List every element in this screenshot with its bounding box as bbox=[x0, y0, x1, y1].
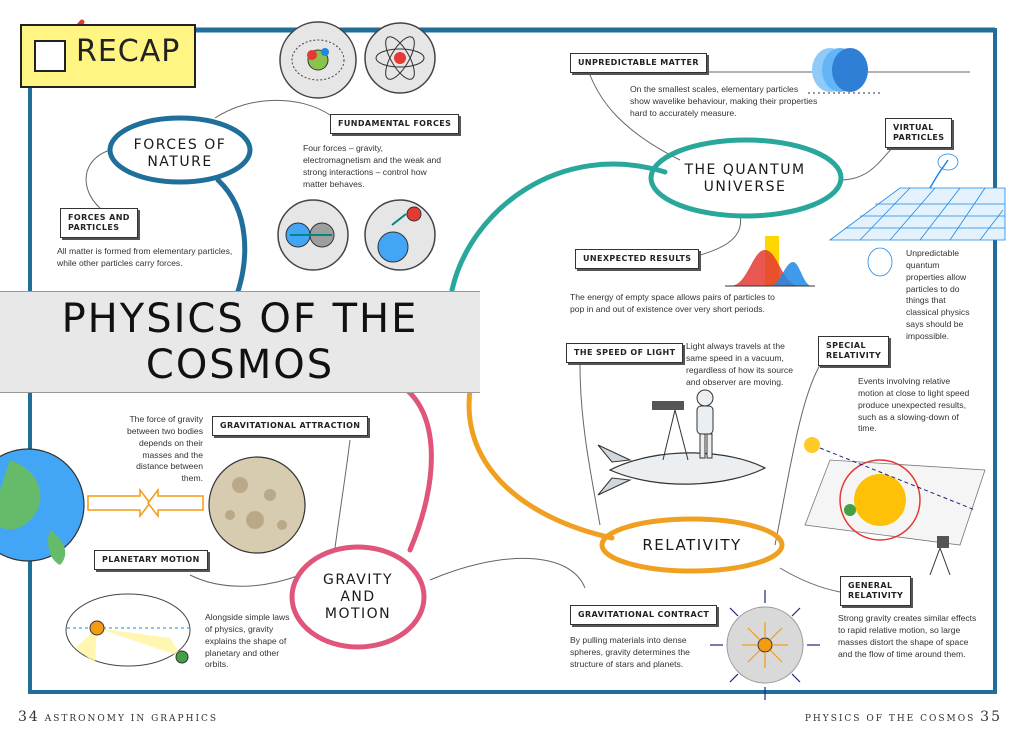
bubble-line: FORCES OF bbox=[133, 137, 227, 153]
footer-left-text: ASTRONOMY IN GRAPHICS bbox=[44, 714, 219, 724]
checkbox-icon bbox=[34, 40, 66, 72]
gravitational-attraction-label: GRAVITATIONAL ATTRACTION bbox=[212, 416, 369, 436]
quantum-connector bbox=[449, 161, 668, 293]
label-line: FORCES AND bbox=[68, 213, 130, 222]
contracting-sphere-illustration bbox=[710, 590, 820, 700]
energy-spike-illustration bbox=[725, 236, 815, 287]
label-line: GENERAL bbox=[848, 581, 893, 590]
gravity-connector bbox=[397, 382, 434, 553]
title-line-2: COSMOS bbox=[145, 342, 335, 388]
unpredictable-matter-text: On the smallest scales, elementary parti… bbox=[630, 84, 818, 118]
gravity-ring bbox=[289, 544, 427, 650]
gravitational-contract-text: By pulling materials into dense spheres,… bbox=[570, 635, 690, 669]
special-relativity-label: SPECIAL RELATIVITY bbox=[818, 336, 890, 366]
moon-illustration bbox=[208, 456, 306, 554]
rocket-astronaut-illustration bbox=[597, 389, 767, 496]
unexpected-results-label: UNEXPECTED RESULTS bbox=[575, 249, 700, 269]
quantum-ring bbox=[648, 137, 844, 219]
page-number-right: 35 bbox=[980, 709, 1002, 725]
bubble-line: THE QUANTUM bbox=[684, 162, 806, 178]
atom-illustrations bbox=[279, 21, 436, 99]
recap-label: RECAP bbox=[76, 34, 181, 69]
footer-right: PHYSICS OF THE COSMOS 35 bbox=[805, 709, 1002, 725]
bubble-line: AND bbox=[340, 589, 376, 605]
general-relativity-label: GENERAL RELATIVITY bbox=[840, 576, 912, 606]
force-interaction-illustrations bbox=[277, 199, 436, 271]
gravitational-contract-label: GRAVITATIONAL CONTRACT bbox=[570, 605, 718, 625]
label-line: PARTICLES bbox=[68, 223, 120, 232]
gravity-motion-bubble: GRAVITY AND MOTION bbox=[300, 572, 416, 623]
unexpected-results-text: The energy of empty space allows pairs o… bbox=[570, 292, 775, 314]
planetary-motion-text: Alongside simple laws of physics, gravit… bbox=[205, 612, 290, 670]
relativity-connector bbox=[466, 387, 615, 541]
label-line: RELATIVITY bbox=[826, 351, 882, 360]
virtual-particles-label: VIRTUAL PARTICLES bbox=[885, 118, 953, 148]
bubble-line: NATURE bbox=[147, 154, 213, 170]
forces-of-nature-bubble: FORCES OF NATURE bbox=[120, 137, 240, 171]
label-line: PARTICLES bbox=[893, 133, 945, 142]
planetary-motion-label: PLANETARY MOTION bbox=[94, 550, 208, 570]
forces-ring bbox=[107, 115, 253, 185]
title-line-1: PHYSICS OF THE bbox=[61, 296, 419, 342]
page-title: PHYSICS OF THE COSMOS bbox=[40, 296, 440, 388]
gravitational-attraction-text: The force of gravity between two bodies … bbox=[127, 414, 203, 484]
wave-particle-illustration bbox=[808, 48, 880, 94]
speed-of-light-label: THE SPEED OF LIGHT bbox=[566, 343, 684, 363]
relativity-ring bbox=[599, 516, 785, 574]
label-line: SPECIAL bbox=[826, 341, 867, 350]
earth-illustration bbox=[0, 448, 85, 565]
footer-left: 34 ASTRONOMY IN GRAPHICS bbox=[18, 709, 218, 725]
footer-right-text: PHYSICS OF THE COSMOS bbox=[804, 714, 976, 724]
bubble-line: UNIVERSE bbox=[703, 179, 787, 195]
label-line: VIRTUAL bbox=[893, 123, 934, 132]
speed-of-light-text: Light always travels at the same speed i… bbox=[686, 341, 793, 387]
bubble-line: RELATIVITY bbox=[642, 536, 742, 554]
fundamental-forces-text: Four forces – gravity, electromagnetism … bbox=[303, 143, 442, 189]
forces-particles-text: All matter is formed from elementary par… bbox=[57, 246, 233, 268]
quantum-universe-bubble: THE QUANTUM UNIVERSE bbox=[660, 162, 830, 196]
relativity-bubble: RELATIVITY bbox=[612, 536, 772, 554]
bubble-line: GRAVITY bbox=[323, 572, 393, 588]
curved-spacetime-illustration bbox=[804, 437, 986, 576]
forces-connector bbox=[215, 177, 248, 303]
fundamental-forces-label: FUNDAMENTAL FORCES bbox=[330, 114, 460, 134]
spacetime-grid-illustration bbox=[828, 153, 1006, 277]
page-number-left: 34 bbox=[18, 709, 40, 725]
special-relativity-text: Events involving relative motion at clos… bbox=[858, 376, 970, 434]
orbit-illustration bbox=[65, 593, 191, 667]
unpredictable-matter-label: UNPREDICTABLE MATTER bbox=[570, 53, 707, 73]
general-relativity-text: Strong gravity creates similar effects t… bbox=[838, 613, 977, 659]
virtual-particles-text: Unpredictable quantum properties allow p… bbox=[906, 248, 970, 342]
title-banner bbox=[0, 291, 480, 393]
forces-particles-label: FORCES AND PARTICLES bbox=[60, 208, 138, 238]
bubble-line: MOTION bbox=[324, 606, 392, 622]
attraction-arrows bbox=[87, 487, 204, 519]
label-line: RELATIVITY bbox=[848, 591, 904, 600]
